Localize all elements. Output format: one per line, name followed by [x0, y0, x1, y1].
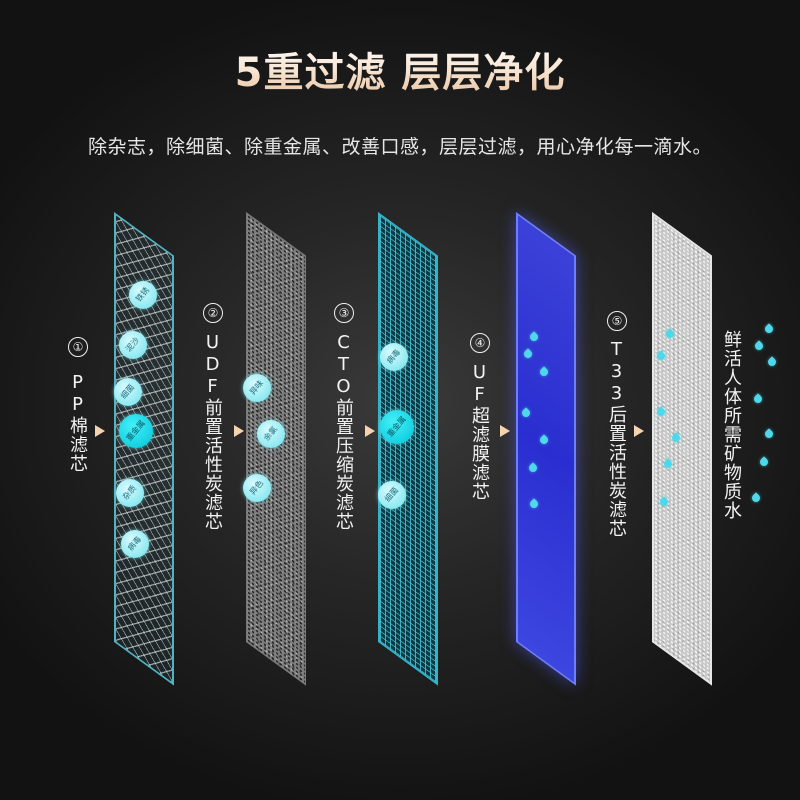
contaminant-ball: 细菌	[114, 378, 142, 406]
water-drop-icon	[750, 492, 762, 504]
water-drop-icon	[763, 323, 775, 335]
arrow-right-icon	[500, 425, 510, 437]
contaminant-ball: 铁锈	[129, 281, 157, 309]
stage-number-2: ②	[203, 303, 223, 323]
contaminant-ball: 重金属	[119, 414, 153, 448]
water-drop-icon	[763, 428, 775, 440]
contaminant-ball: 异色	[243, 474, 271, 502]
contaminant-ball: 泥沙	[119, 331, 147, 359]
stage-label-5: T33后置活性炭滤芯	[606, 339, 627, 538]
water-drop-icon	[752, 393, 764, 405]
page-subtitle: 除杂志，除细菌、除重金属、改善口感，层层过滤，用心净化每一滴水。	[87, 136, 712, 158]
arrow-right-icon	[634, 425, 644, 437]
t33-carbon-filter-panel	[652, 212, 712, 686]
uf-membrane-filter-panel	[516, 212, 576, 686]
contaminant-ball: 病毒	[380, 343, 408, 371]
contaminant-ball: 杂质	[116, 479, 144, 507]
arrow-right-icon	[95, 425, 105, 437]
contaminant-ball: 病毒	[121, 530, 149, 558]
water-drop-icon	[758, 456, 770, 468]
stage-label-3: CTO前置压缩炭滤芯	[333, 332, 354, 531]
stage-number-4: ④	[470, 333, 490, 353]
cto-carbon-filter-panel	[378, 212, 438, 686]
stage-number-1: ①	[68, 337, 88, 357]
result-label: 鲜活人体所需矿物质水	[721, 330, 742, 520]
stage-label-4: UF超滤膜滤芯	[469, 362, 490, 501]
contaminant-ball: 重金属	[380, 410, 414, 444]
stage-label-1: PP棉滤芯	[67, 372, 88, 473]
contaminant-ball: 余氯	[257, 420, 285, 448]
arrow-right-icon	[234, 425, 244, 437]
arrow-right-icon	[365, 425, 375, 437]
stage-number-3: ③	[334, 303, 354, 323]
water-drop-icon	[766, 356, 778, 368]
stage-label-2: UDF前置活性炭滤芯	[202, 332, 223, 531]
water-drop-icon	[753, 340, 765, 352]
contaminant-ball: 细菌	[378, 481, 406, 509]
contaminant-ball: 异味	[243, 374, 271, 402]
page-title: 5重过滤 层层净化	[0, 40, 800, 98]
stage-number-5: ⑤	[607, 311, 627, 331]
